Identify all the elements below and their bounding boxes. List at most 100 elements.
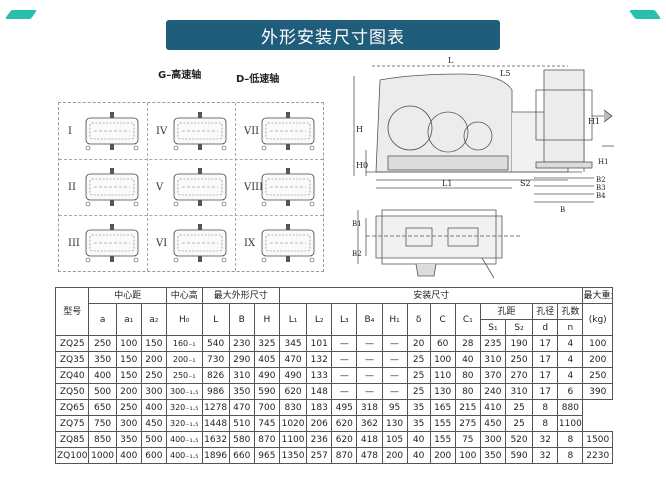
configuration-numeral: IV — [156, 126, 168, 137]
value-cell: 105 — [381, 431, 408, 448]
value-cell: 1896 — [201, 447, 230, 464]
dim-label-b4: B4 — [596, 192, 606, 200]
value-cell: — — [356, 351, 383, 368]
value-cell: 310 — [479, 351, 506, 368]
model-cell: ZQ65 — [54, 399, 90, 416]
value-cell: 20 — [406, 335, 431, 352]
subheader-b4: B₄ — [356, 303, 383, 336]
value-cell: 400 — [115, 447, 142, 464]
value-cell: 620 — [331, 431, 358, 448]
value-cell: 6 — [557, 383, 584, 400]
value-cell: 300 — [140, 383, 167, 400]
value-cell: 240 — [479, 383, 506, 400]
value-cell: 35 — [406, 399, 431, 416]
dim-label-b1: H1 — [598, 158, 609, 166]
dim-label-l: L — [448, 56, 454, 65]
value-cell: — — [331, 335, 358, 352]
value-cell: 500 — [88, 383, 117, 400]
subheader-b: B — [228, 303, 255, 336]
value-cell: 250 — [140, 367, 167, 384]
subheader-l2: L₂ — [306, 303, 333, 336]
value-cell: 25 — [406, 351, 431, 368]
configuration-grid — [58, 102, 324, 272]
value-cell: 17 — [532, 351, 559, 368]
value-cell: 155 — [429, 415, 456, 432]
value-cell: 290 — [228, 351, 255, 368]
value-cell: 150 — [115, 367, 142, 384]
value-cell: 310 — [228, 367, 255, 384]
value-cell: 4 — [557, 367, 584, 384]
value-cell: 495 — [331, 399, 358, 416]
value-cell: 8 — [557, 431, 584, 448]
value-cell: 1100 — [557, 415, 584, 432]
value-cell: 2230 — [582, 447, 613, 464]
value-cell: 400 — [140, 399, 167, 416]
configuration-sketch — [173, 224, 227, 263]
value-cell: 400₋₁.₅ — [165, 431, 203, 448]
value-cell: 4 — [557, 335, 584, 352]
configuration-sketch — [173, 168, 227, 207]
value-cell: 236 — [306, 431, 333, 448]
value-cell: 300 — [115, 415, 142, 432]
value-cell: 133 — [306, 367, 333, 384]
legend-high-speed-shaft: G–高速轴 — [158, 70, 202, 81]
value-cell: 965 — [253, 447, 280, 464]
subheader-d: d — [532, 319, 559, 336]
value-cell: 17 — [532, 335, 559, 352]
value-cell: 100 — [582, 335, 613, 352]
value-cell: 826 — [201, 367, 230, 384]
value-cell: 40 — [454, 351, 481, 368]
model-cell: ZQ50 — [54, 383, 90, 400]
configuration-sketch — [85, 224, 139, 263]
value-cell: 8 — [532, 399, 559, 416]
value-cell: 80 — [454, 367, 481, 384]
value-cell: 60 — [429, 335, 456, 352]
value-cell: 100 — [454, 447, 481, 464]
dim-label-h: H — [356, 125, 363, 134]
value-cell: — — [331, 383, 358, 400]
value-cell: 101 — [306, 335, 333, 352]
subheader-s2: S₂ — [504, 319, 534, 336]
value-cell: 230 — [228, 335, 255, 352]
dim-label-b2: B2 — [596, 176, 606, 184]
dimension-table: 型号 中心距 中心高 最大外形尺寸 安装尺寸 最大重量 a a₁ a₂ H₀ L… — [54, 287, 613, 464]
value-cell: 500 — [140, 431, 167, 448]
value-cell: 32 — [532, 431, 559, 448]
header-center-height: 中心高 — [165, 287, 203, 304]
value-cell: 318 — [356, 399, 383, 416]
subheader-hole-count: 孔数 — [557, 303, 584, 320]
dim-label-h1: H1 — [588, 117, 600, 126]
value-cell: 150 — [115, 351, 142, 368]
configuration-sketch — [85, 112, 139, 151]
value-cell: 470 — [278, 351, 308, 368]
value-cell: 400₋₁.₅ — [165, 447, 203, 464]
header-install-size: 安装尺寸 — [278, 287, 584, 304]
value-cell: 650 — [88, 399, 117, 416]
value-cell: 206 — [306, 415, 333, 432]
subheader-a1: a₁ — [115, 303, 142, 336]
value-cell: 17 — [532, 383, 559, 400]
model-cell: ZQ40 — [54, 367, 90, 384]
value-cell: 510 — [228, 415, 255, 432]
value-cell: 750 — [88, 415, 117, 432]
dim-label-b: B — [560, 206, 565, 214]
value-cell: 600 — [140, 447, 167, 464]
value-cell: 310 — [504, 383, 534, 400]
value-cell: 250 — [582, 367, 613, 384]
value-cell: 660 — [228, 447, 255, 464]
subheader-l: L — [201, 303, 230, 336]
value-cell: 700 — [253, 399, 280, 416]
model-cell: ZQ75 — [54, 415, 90, 432]
configuration-numeral: V — [156, 182, 164, 193]
value-cell: — — [381, 383, 408, 400]
value-cell: 830 — [278, 399, 308, 416]
subheader-c1: C₁ — [454, 303, 481, 336]
value-cell: 450 — [140, 415, 167, 432]
value-cell: 40 — [406, 431, 431, 448]
value-cell: 200 — [429, 447, 456, 464]
